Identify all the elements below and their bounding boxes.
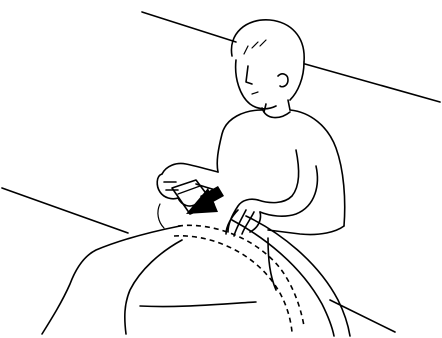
hair-outline (231, 20, 304, 62)
thigh-inner-outline (125, 240, 182, 334)
belt-tongue-slot (178, 186, 200, 194)
nose (246, 66, 252, 84)
person-legs (42, 226, 276, 334)
lap-belt (158, 204, 350, 336)
face-outline (236, 60, 276, 109)
arrow-down-left-icon (186, 186, 224, 214)
mouth (252, 92, 258, 94)
back-of-head (290, 62, 304, 100)
belt-curl-left (158, 204, 164, 228)
hair-strands (244, 40, 266, 54)
thigh-top-outline (42, 226, 180, 334)
left-forearm-upper (162, 163, 218, 174)
person-torso (157, 110, 345, 236)
right-arm-outer (260, 166, 317, 216)
person-head (231, 20, 304, 109)
lap-crease (140, 302, 256, 307)
seat-back-lines (2, 12, 440, 332)
seat-top-edge-right (305, 64, 440, 102)
ear (278, 74, 288, 87)
right-arm-inner (258, 150, 299, 203)
seat-cushion-edge-left (2, 188, 128, 233)
left-shoulder-arm-outline (217, 110, 262, 172)
waist-back (268, 226, 344, 235)
seat-top-edge-left (142, 12, 236, 42)
neck-lines (264, 100, 290, 112)
